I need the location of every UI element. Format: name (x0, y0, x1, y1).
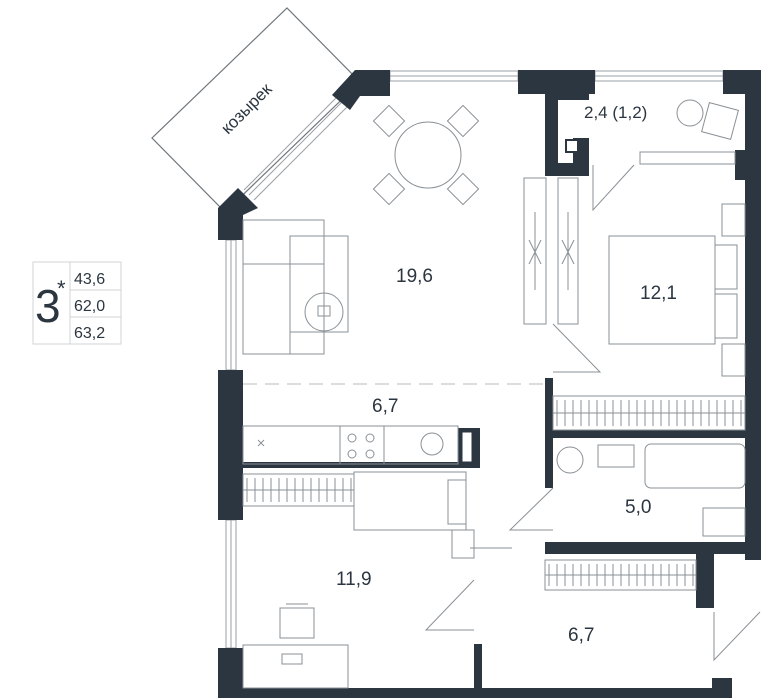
desk-chair (279, 607, 315, 639)
windows (225, 70, 724, 649)
canopy-label: козырек (217, 79, 276, 138)
dining-chair (372, 104, 480, 206)
dining-table (394, 121, 462, 189)
single-bed (353, 471, 467, 531)
walls (218, 70, 761, 698)
canopy: козырек (151, 7, 361, 213)
badge-area-living: 43,6 (74, 271, 105, 288)
hanger-lines (246, 400, 742, 586)
toilet (556, 446, 584, 474)
furniture (242, 99, 761, 689)
badge-area-total: 62,0 (74, 298, 105, 315)
shaft (461, 431, 473, 463)
room-count: 3 (35, 280, 61, 332)
room-labels: 19,6 2,4 (1,2) 12,1 6,7 5,0 11,9 6,7 (336, 103, 677, 646)
desk (242, 644, 349, 689)
room-area-bedroom2: 11,9 (336, 569, 372, 590)
badge-area-full: 63,2 (74, 325, 105, 342)
room-area-bedroom: 12,1 (640, 283, 677, 304)
bathtub (644, 443, 746, 489)
wardrobe (523, 177, 547, 325)
sofa (242, 219, 325, 355)
room-area-living: 19,6 (396, 266, 433, 287)
room-area-balcony: 2,4 (1,2) (584, 103, 647, 122)
apartment-badge: 3 * 43,6 62,0 63,2 (32, 261, 122, 345)
kitchen-counter (242, 425, 459, 465)
badge-asterisk: * (57, 276, 66, 301)
hob (339, 425, 385, 465)
side-table (304, 292, 344, 332)
kitchen-sink (420, 432, 444, 456)
column-small (565, 139, 579, 153)
room-area-kitchen: 6,7 (372, 396, 398, 417)
bath-sink (597, 444, 635, 468)
room-area-bathroom: 5,0 (625, 497, 651, 518)
room-area-hall: 6,7 (568, 625, 594, 646)
